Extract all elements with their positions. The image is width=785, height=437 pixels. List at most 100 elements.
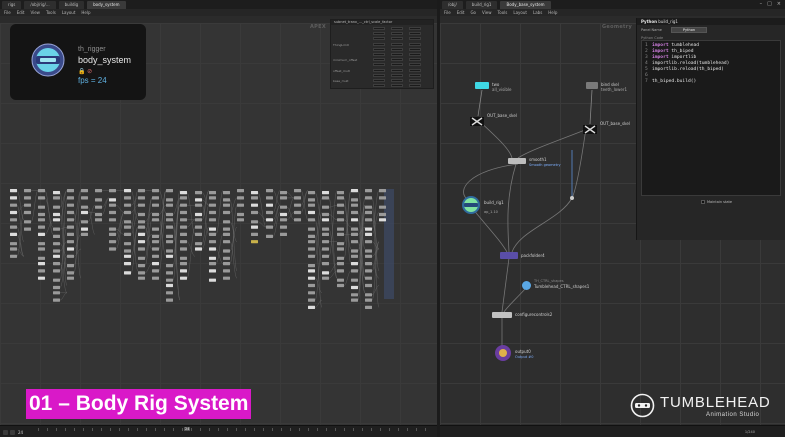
right-tab-2[interactable]: Body_base_system <box>500 0 551 9</box>
apex-graph[interactable] <box>0 23 437 425</box>
parameter-field[interactable] <box>391 53 403 56</box>
maintain-state-checkbox[interactable] <box>701 200 705 204</box>
parameter-field[interactable] <box>373 32 385 36</box>
parameter-field[interactable] <box>391 73 403 77</box>
apex-node <box>10 210 17 215</box>
step-icon[interactable] <box>10 430 15 435</box>
right-menu-help[interactable]: Help <box>548 10 558 15</box>
left-tab-2[interactable]: buildig <box>58 0 85 9</box>
parameter-field[interactable] <box>373 42 385 46</box>
parameter-field[interactable] <box>409 58 421 62</box>
python-panel-tab[interactable]: Python build_rig1 <box>637 18 785 25</box>
shapes-node-icon[interactable] <box>522 281 531 290</box>
parameter-field[interactable] <box>391 27 403 30</box>
null-node-icon[interactable] <box>470 111 484 126</box>
parameter-field[interactable] <box>409 84 421 88</box>
parameter-field[interactable] <box>373 79 385 82</box>
right-menu-labs[interactable]: Labs <box>532 10 543 15</box>
parameter-field[interactable] <box>391 79 403 82</box>
parameter-field[interactable] <box>409 42 421 46</box>
parameter-field[interactable] <box>409 68 421 72</box>
maximize-icon[interactable]: □ <box>767 1 772 7</box>
parameter-field[interactable] <box>373 53 385 56</box>
left-tab-0[interactable]: rigs <box>2 0 22 9</box>
node-out-base-skel-a-label: OUT_base_skel <box>487 113 517 118</box>
apex-node <box>152 234 159 238</box>
parameter-field[interactable] <box>409 73 421 77</box>
apex-node <box>138 203 145 207</box>
parameter-field[interactable] <box>409 32 421 36</box>
right-menu-tools[interactable]: Tools <box>497 10 508 15</box>
pane-divider[interactable] <box>437 0 440 437</box>
minimize-icon[interactable]: – <box>759 1 763 7</box>
apex-network-editor[interactable] <box>0 23 437 425</box>
timeline-ticks[interactable] <box>38 428 433 431</box>
close-icon[interactable]: × <box>776 1 781 7</box>
right-menu-file[interactable]: File <box>444 10 451 15</box>
parameter-field[interactable] <box>373 84 385 88</box>
parameter-field[interactable] <box>409 27 421 30</box>
parameter-field[interactable] <box>373 47 385 51</box>
parameter-field[interactable] <box>373 63 385 67</box>
node-two[interactable] <box>475 82 489 89</box>
left-tab-bar: rigs /obj/rig/... buildig body_system <box>0 0 437 9</box>
parameter-field[interactable] <box>409 37 421 41</box>
left-tab-3[interactable]: body_system <box>87 0 126 9</box>
timeline-bar[interactable]: 24 24 <box>0 425 437 437</box>
parameter-field[interactable] <box>391 32 403 36</box>
left-menu-help[interactable]: Help <box>81 10 91 15</box>
parameter-field[interactable] <box>409 63 421 67</box>
parameter-field[interactable] <box>373 58 385 62</box>
play-icon[interactable] <box>3 430 8 435</box>
apex-node <box>266 210 273 215</box>
parameter-field[interactable] <box>391 47 403 51</box>
apex-node <box>152 254 159 258</box>
node-packfolder[interactable] <box>500 252 518 259</box>
apex-wire <box>16 234 25 257</box>
parameter-field[interactable] <box>409 47 421 51</box>
apex-wire <box>59 226 68 230</box>
python-panel[interactable]: Python build_rig1 Panel Name Python Pyth… <box>636 18 785 240</box>
left-menu-layout[interactable]: Layout <box>61 10 76 15</box>
parameter-field[interactable] <box>391 63 403 67</box>
right-menu-layout[interactable]: Layout <box>513 10 527 15</box>
right-menu-edit[interactable]: Edit <box>456 10 465 15</box>
node-configure[interactable] <box>492 312 512 318</box>
parameter-field[interactable] <box>391 68 403 72</box>
parameter-field[interactable] <box>391 42 403 46</box>
parameter-field[interactable] <box>373 73 385 77</box>
right-tab-1[interactable]: build_rig1 <box>465 0 498 9</box>
parameter-panel[interactable]: subnet_tranx_..._ctrl_scale_factor Thing… <box>330 19 434 89</box>
right-timeline-bar[interactable]: 1/240 <box>440 425 785 437</box>
parameter-field[interactable] <box>391 37 403 41</box>
apex-node <box>308 283 315 288</box>
left-menu-tools[interactable]: Tools <box>45 10 56 15</box>
frame-number[interactable]: 24 <box>18 430 24 435</box>
right-tab-0[interactable]: /obj/ <box>442 0 463 9</box>
build-rig-node-icon[interactable] <box>461 195 481 215</box>
parameter-field[interactable] <box>373 27 385 30</box>
parameter-field[interactable] <box>373 68 385 72</box>
parameter-field[interactable] <box>409 53 421 56</box>
python-type-dropdown[interactable]: Python <box>671 27 707 33</box>
node-bind-skel[interactable] <box>586 82 598 89</box>
left-menu-view[interactable]: View <box>30 10 40 15</box>
output-node-icon[interactable] <box>494 344 512 362</box>
left-tab-1[interactable]: /obj/rig/... <box>24 0 56 9</box>
frame-marker[interactable]: 24 <box>184 427 191 431</box>
left-menu-file[interactable]: File <box>4 10 11 15</box>
parameter-field[interactable] <box>409 79 421 82</box>
parameter-field[interactable] <box>373 37 385 41</box>
parameter-field[interactable] <box>391 84 403 88</box>
right-menu-go[interactable]: Go <box>470 10 476 15</box>
wire-dot[interactable] <box>570 196 574 200</box>
apex-node <box>180 196 187 200</box>
apex-node <box>67 276 74 280</box>
node-smooth[interactable] <box>508 158 526 164</box>
null-node-icon[interactable] <box>583 119 597 134</box>
left-menu-edit[interactable]: Edit <box>16 10 25 15</box>
right-menu-view[interactable]: View <box>482 10 492 15</box>
apex-node <box>365 262 372 266</box>
parameter-field[interactable] <box>391 58 403 62</box>
